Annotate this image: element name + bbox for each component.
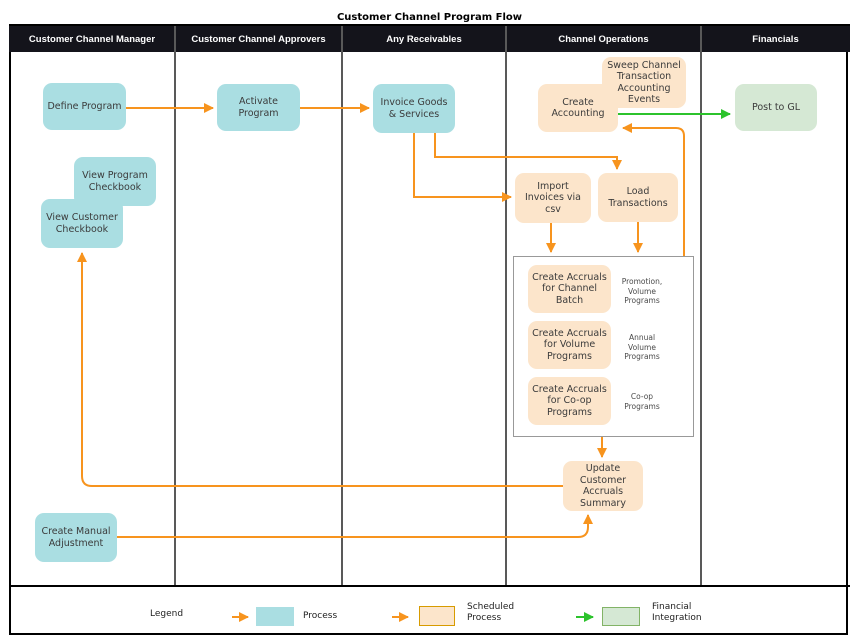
diagram-title: Customer Channel Program Flow	[9, 11, 850, 26]
legend-title: Legend	[150, 609, 184, 619]
lane-header-bar	[9, 26, 850, 52]
lane-divider-3	[505, 26, 507, 585]
node-invoice-goods-services[interactable]: Invoice Goods & Services	[373, 84, 455, 133]
annotation-annual-volume-programs: Annual Volume Programs	[624, 333, 660, 361]
node-create-accounting[interactable]: Create Accounting	[538, 84, 618, 132]
node-view-customer-checkbook[interactable]: View Customer Checkbook	[41, 199, 123, 248]
node-import-invoices-csv[interactable]: Import Invoices via csv	[515, 173, 591, 223]
lane-header-financials: Financials	[752, 33, 799, 45]
legend-process-swatch	[256, 607, 294, 626]
lane-divider-4	[700, 26, 702, 585]
node-define-program[interactable]: Define Program	[43, 83, 126, 130]
legend-process-label: Process	[303, 611, 338, 621]
legend-scheduled-swatch	[419, 606, 455, 626]
node-update-accruals-summary[interactable]: Update Customer Accruals Summary	[563, 461, 643, 511]
node-accruals-channel-batch[interactable]: Create Accruals for Channel Batch	[528, 265, 611, 313]
legend-financial-label: Financial Integration	[652, 602, 702, 623]
node-post-to-gl[interactable]: Post to GL	[735, 84, 817, 131]
lane-divider-1	[174, 26, 176, 585]
lane-divider-2	[341, 26, 343, 585]
lane-header-customer-channel-approvers: Customer Channel Approvers	[191, 33, 326, 45]
lane-header-any-receivables: Any Receivables	[386, 33, 462, 45]
lane-header-customer-channel-manager: Customer Channel Manager	[28, 33, 156, 45]
node-create-manual-adjustment[interactable]: Create Manual Adjustment	[35, 513, 117, 562]
node-view-program-checkbook[interactable]: View Program Checkbook	[74, 157, 156, 206]
node-load-transactions[interactable]: Load Transactions	[598, 173, 678, 222]
annotation-coop-programs: Co-op Programs	[624, 392, 660, 411]
node-activate-program[interactable]: Activate Program	[217, 84, 300, 131]
lane-header-channel-operations: Channel Operations	[558, 33, 649, 45]
legend-scheduled-label: Scheduled Process	[467, 602, 515, 623]
legend-divider	[9, 585, 850, 587]
annotation-promotion-volume-programs: Promotion, Volume Programs	[621, 277, 663, 305]
node-accruals-volume-programs[interactable]: Create Accruals for Volume Programs	[528, 321, 611, 369]
legend-financial-swatch	[602, 607, 640, 626]
node-accruals-coop-programs[interactable]: Create Accruals for Co-op Programs	[528, 377, 611, 425]
